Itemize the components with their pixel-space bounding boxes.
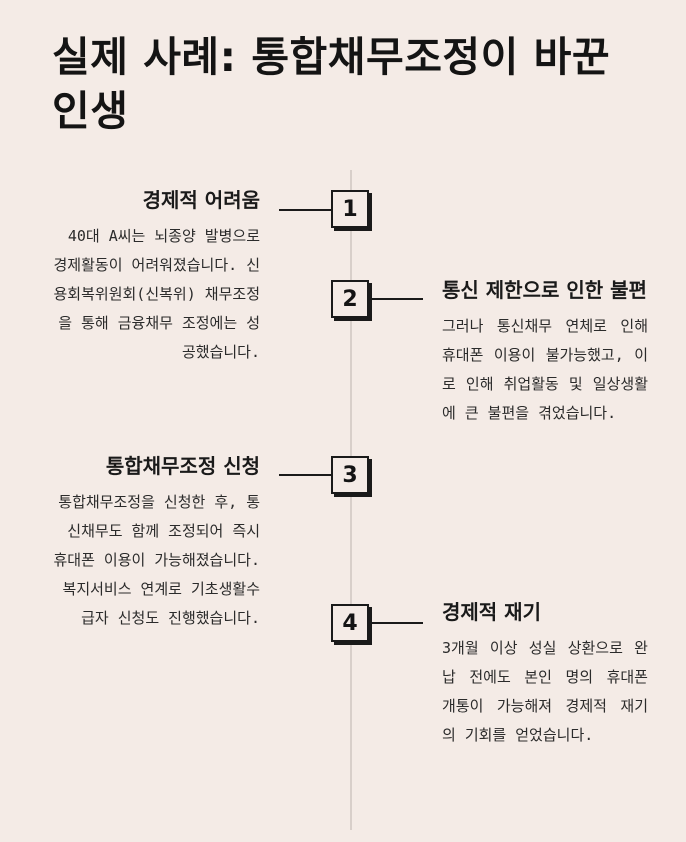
step-1: 경제적 어려움 40대 A씨는 뇌종양 발병으로 경제활동이 어려워졌습니다. … (52, 186, 261, 367)
step-1-connector (279, 209, 331, 211)
step-3-number-box: 3 (331, 456, 369, 494)
step-2-heading: 통신 제한으로 인한 불편 (442, 278, 647, 302)
step-4-body: 3개월 이상 성실 상환으로 완납 전에도 본인 명의 휴대폰 개통이 가능해져… (442, 639, 648, 744)
page-title: 실제 사례: 통합채무조정이 바꾼 인생 (52, 33, 611, 135)
step-4: 경제적 재기 3개월 이상 성실 상환으로 완납 전에도 본인 명의 휴대폰 개… (442, 598, 648, 750)
timeline-line (350, 170, 352, 830)
step-4-heading: 경제적 재기 (442, 600, 541, 624)
step-1-body: 40대 A씨는 뇌종양 발병으로 경제활동이 어려워졌습니다. 신용회복위원회(… (53, 227, 261, 361)
step-2-number-box: 2 (331, 280, 369, 318)
step-1-number-box: 1 (331, 190, 369, 228)
step-3-heading: 통합채무조정 신청 (105, 454, 260, 478)
step-4-connector (371, 622, 423, 624)
step-1-heading: 경제적 어려움 (142, 188, 260, 212)
step-2-body: 그러나 통신채무 연체로 인해 휴대폰 이용이 불가능했고, 이로 인해 취업활… (442, 317, 648, 422)
step-2: 통신 제한으로 인한 불편 그러나 통신채무 연체로 인해 휴대폰 이용이 불가… (442, 276, 648, 428)
step-3-connector (279, 474, 331, 476)
step-2-connector (371, 298, 423, 300)
step-4-number-box: 4 (331, 604, 369, 642)
step-3: 통합채무조정 신청 통합채무조정을 신청한 후, 통신채무도 함께 조정되어 즉… (52, 452, 261, 633)
step-3-body: 통합채무조정을 신청한 후, 통신채무도 함께 조정되어 즉시 휴대폰 이용이 … (53, 493, 261, 627)
